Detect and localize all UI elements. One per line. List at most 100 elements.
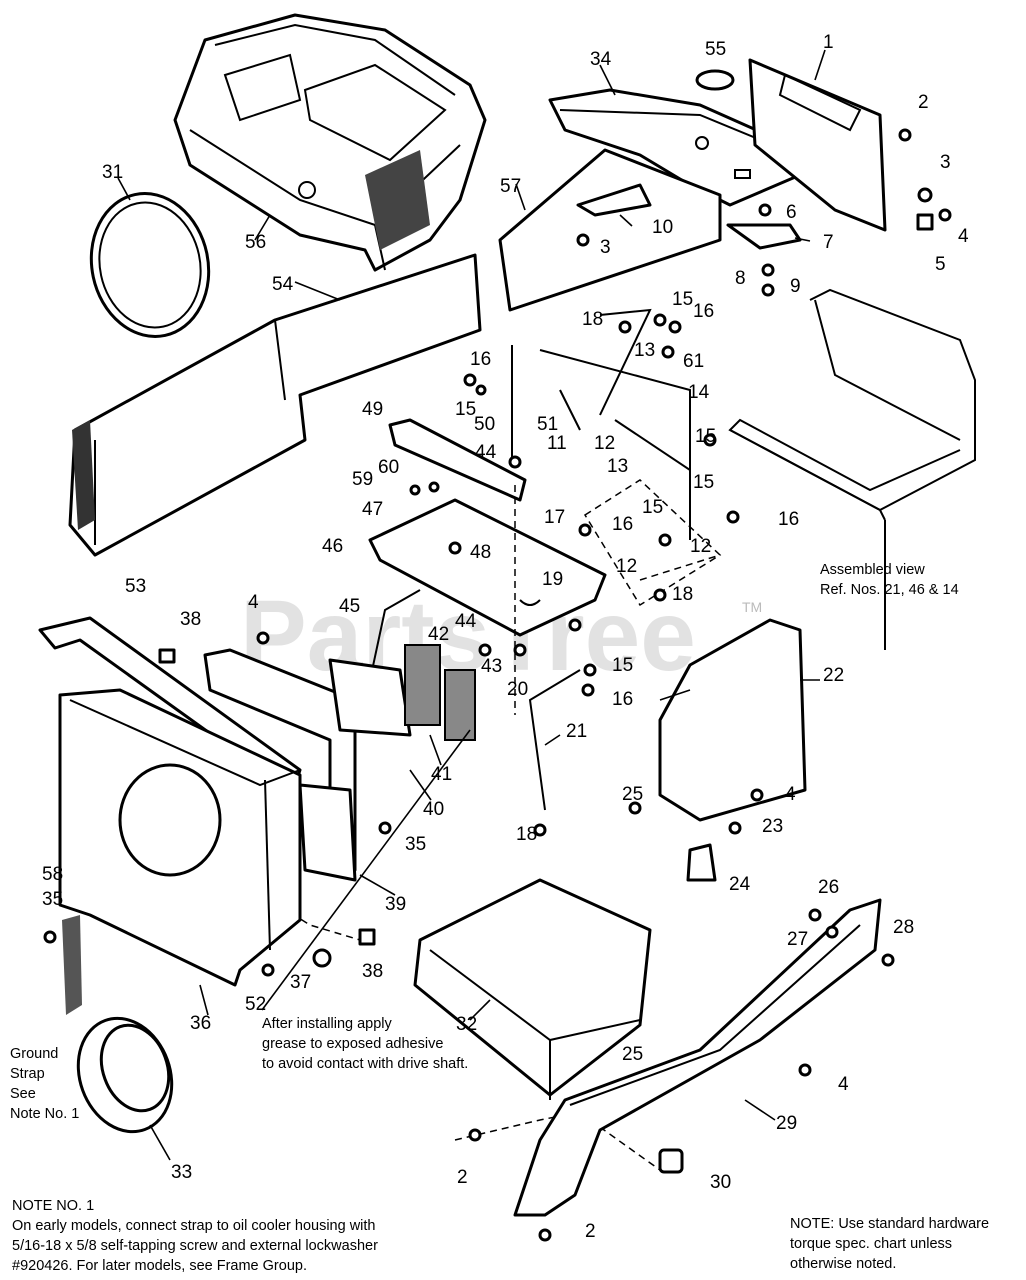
torque-note: NOTE: Use standard hardware torque spec.… xyxy=(790,1216,990,1272)
callout-33: 33 xyxy=(171,1162,192,1183)
callout-44a: 44 xyxy=(475,442,497,463)
callout-17: 17 xyxy=(544,507,565,528)
callout-16a: 16 xyxy=(693,301,714,322)
callout-60: 60 xyxy=(378,457,399,478)
callout-15b: 15 xyxy=(455,399,476,420)
part-41-pad xyxy=(404,644,441,726)
callout-4b: 4 xyxy=(785,784,796,805)
callout-52: 52 xyxy=(245,994,266,1015)
callout-31: 31 xyxy=(102,162,123,183)
part-57-bar xyxy=(498,148,722,312)
callout-25b: 25 xyxy=(622,1044,643,1065)
callout-46: 46 xyxy=(322,536,343,557)
callout-9: 9 xyxy=(790,276,801,297)
callout-48: 48 xyxy=(470,542,491,563)
callout-labels: 1 2 3 4 5 6 7 8 9 10 3 34 55 57 31 56 54… xyxy=(42,32,969,1242)
linkage-assembly xyxy=(511,308,691,540)
callout-38b: 38 xyxy=(362,961,383,982)
callout-20: 20 xyxy=(507,679,528,700)
callout-58: 58 xyxy=(42,864,63,885)
part-31-belt xyxy=(89,192,211,338)
callout-15e: 15 xyxy=(642,497,663,518)
callout-22: 22 xyxy=(823,665,844,686)
callout-36: 36 xyxy=(190,1013,211,1034)
callout-30: 30 xyxy=(710,1172,731,1193)
callout-45: 45 xyxy=(339,596,360,617)
callout-28: 28 xyxy=(893,917,914,938)
callout-32: 32 xyxy=(456,1014,477,1035)
callout-12b: 12 xyxy=(690,536,711,557)
callout-57: 57 xyxy=(500,176,521,197)
callout-15a: 15 xyxy=(672,289,693,310)
callout-35a: 35 xyxy=(405,834,426,855)
assembly-guide-lines xyxy=(219,479,722,1171)
callout-4c: 4 xyxy=(838,1074,849,1095)
callout-7: 7 xyxy=(823,232,834,253)
callout-16d: 16 xyxy=(612,514,633,535)
callout-15c: 15 xyxy=(695,426,716,447)
callout-29: 29 xyxy=(776,1113,797,1134)
callout-56: 56 xyxy=(245,232,266,253)
callout-35b: 35 xyxy=(42,889,63,910)
callout-39: 39 xyxy=(385,894,406,915)
part-41-pad-b xyxy=(444,669,476,741)
part-46-crossmember xyxy=(368,498,607,637)
callout-37: 37 xyxy=(290,972,311,993)
callout-24: 24 xyxy=(729,874,751,895)
callout-16c: 16 xyxy=(778,509,799,530)
callout-47: 47 xyxy=(362,499,383,520)
callout-61: 61 xyxy=(683,351,704,372)
callout-59: 59 xyxy=(352,469,373,490)
assembled-view-frame xyxy=(728,288,976,650)
callout-18b: 18 xyxy=(672,584,693,605)
part-29-rail xyxy=(513,898,882,1217)
callout-12a: 12 xyxy=(594,433,615,454)
callout-42: 42 xyxy=(428,624,449,645)
callout-27: 27 xyxy=(787,929,808,950)
callout-8: 8 xyxy=(735,268,746,289)
callout-2b: 2 xyxy=(457,1167,468,1188)
callout-12c: 12 xyxy=(616,556,637,577)
part-21-rod xyxy=(528,669,581,811)
callout-2: 2 xyxy=(918,92,929,113)
callout-6: 6 xyxy=(786,202,797,223)
callout-2c: 2 xyxy=(585,1221,596,1242)
callout-49: 49 xyxy=(362,399,383,420)
note-no-1: NOTE NO. 1 On early models, connect stra… xyxy=(12,1198,378,1274)
callout-18c: 18 xyxy=(516,824,537,845)
leader-lines xyxy=(117,49,826,1161)
callout-13a: 13 xyxy=(634,340,655,361)
part-58-ground-strap xyxy=(62,915,82,1015)
callout-38a: 38 xyxy=(180,609,201,630)
part-10-bracket xyxy=(576,183,652,217)
callout-41: 41 xyxy=(431,764,452,785)
part-49-channel xyxy=(388,418,527,502)
callout-4: 4 xyxy=(958,226,969,247)
callout-3: 3 xyxy=(940,152,951,173)
part-34-frame xyxy=(548,69,802,207)
callout-15d: 15 xyxy=(693,472,714,493)
callout-21: 21 xyxy=(566,721,587,742)
part-wall-plate xyxy=(328,658,412,737)
part-56-shroud xyxy=(173,13,487,272)
callout-51: 51 xyxy=(537,414,558,435)
watermark-tm: TM xyxy=(742,599,762,615)
callout-16b: 16 xyxy=(470,349,491,370)
callout-15f: 15 xyxy=(612,655,633,676)
callout-13b: 13 xyxy=(607,456,628,477)
callout-23: 23 xyxy=(762,816,783,837)
callout-25a: 25 xyxy=(622,784,643,805)
part-7-bracket xyxy=(726,223,802,250)
callout-11: 11 xyxy=(547,433,567,454)
part-24-clip xyxy=(686,843,717,882)
assembled-view-note: Assembled view Ref. Nos. 21, 46 & 14 xyxy=(820,562,959,598)
callout-34: 34 xyxy=(590,49,612,70)
callout-54: 54 xyxy=(272,274,294,295)
part-54-plate xyxy=(68,253,482,557)
part-36-housing xyxy=(58,688,302,987)
callout-55: 55 xyxy=(705,39,726,60)
callout-50: 50 xyxy=(474,414,495,435)
callout-16e: 16 xyxy=(612,689,633,710)
callout-5: 5 xyxy=(935,254,946,275)
callout-3b: 3 xyxy=(600,237,611,258)
